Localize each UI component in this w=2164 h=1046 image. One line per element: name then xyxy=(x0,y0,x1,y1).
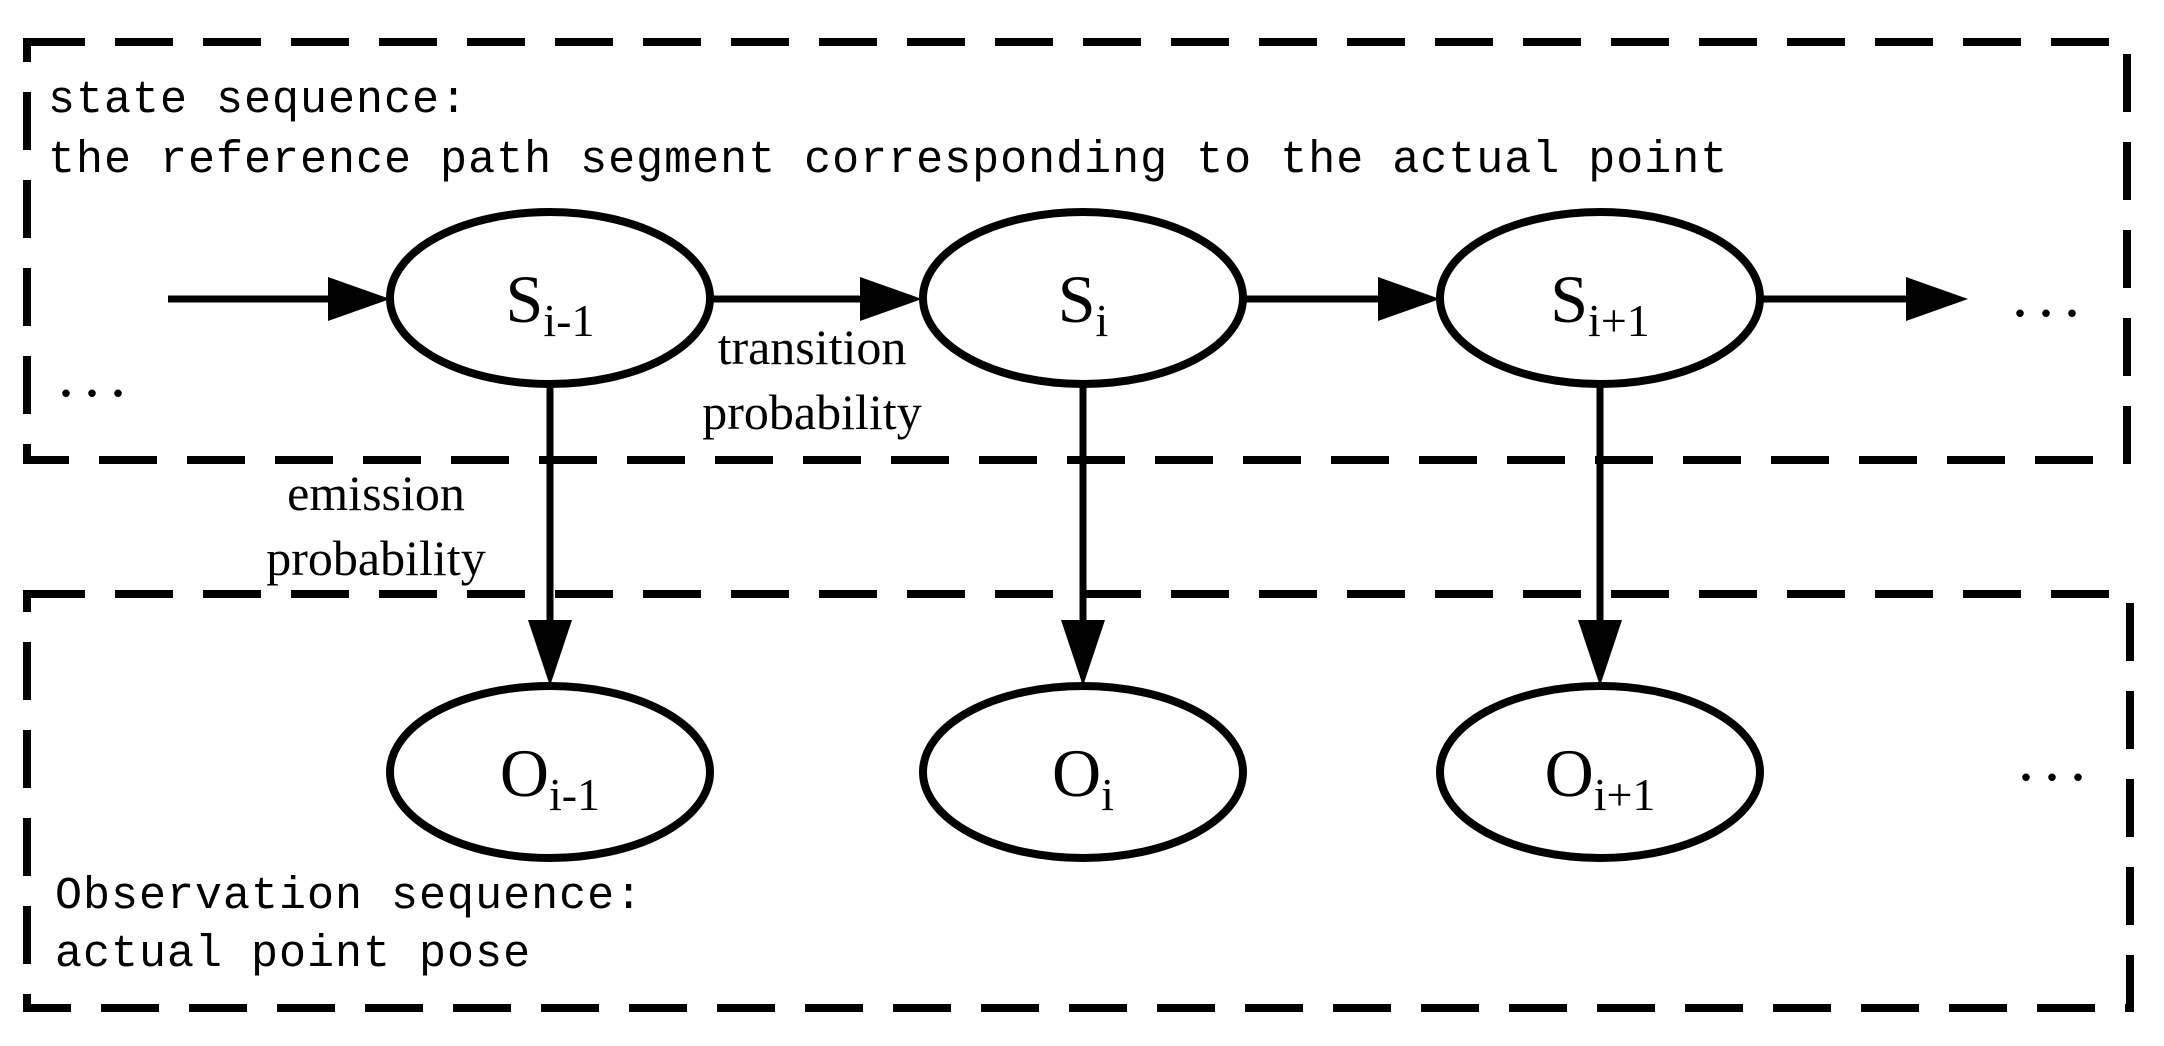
s-prev-base: S xyxy=(506,261,544,337)
observation-sequence-box xyxy=(23,590,2134,1012)
transition-probability-label-line1: transition xyxy=(718,319,907,375)
arrowhead-s-curr-to-s-next xyxy=(1378,277,1440,321)
ellipsis-left: ... xyxy=(58,339,136,410)
o-next-base: O xyxy=(1545,735,1594,811)
ellipsis-top-right: ... xyxy=(2012,259,2090,330)
observation-node-o-curr xyxy=(919,682,1247,862)
o-next-subscript: i+1 xyxy=(1594,769,1656,820)
transition-probability-label-line2: probability xyxy=(702,384,921,440)
state-node-label-s-curr: Si xyxy=(1058,261,1109,346)
o-curr-subscript: i xyxy=(1101,769,1114,820)
state-node-label-s-prev: Si-1 xyxy=(506,261,595,346)
state-sequence-box xyxy=(23,38,2131,464)
arrowhead-s-prev-to-s-curr xyxy=(860,277,922,321)
observation-box-caption-line2: actual point pose xyxy=(55,929,531,980)
o-prev-subscript: i-1 xyxy=(549,769,600,820)
state-node-s-prev xyxy=(386,208,714,388)
arrowhead-s-next-to-o-next xyxy=(1578,620,1622,686)
s-prev-subscript: i-1 xyxy=(543,295,594,346)
observation-node-label-o-curr: Oi xyxy=(1052,735,1114,820)
arrowhead-s-prev-to-o-prev xyxy=(528,620,572,686)
s-curr-base: S xyxy=(1058,261,1096,337)
o-curr-base: O xyxy=(1052,735,1101,811)
observation-node-o-next xyxy=(1436,682,1764,862)
state-node-s-curr xyxy=(919,208,1247,388)
state-node-s-next xyxy=(1436,208,1764,388)
s-next-subscript: i+1 xyxy=(1588,295,1650,346)
arrowhead-s-next-out xyxy=(1906,277,1968,321)
observation-box-caption-line1: Observation sequence: xyxy=(55,871,643,922)
state-box-caption-line1: state sequence: xyxy=(48,75,468,126)
emission-probability-label-line1: emission xyxy=(287,465,465,521)
emission-probability-label-line2: probability xyxy=(266,530,485,586)
o-prev-base: O xyxy=(500,735,549,811)
ellipsis-bottom-right: ... xyxy=(2018,723,2096,794)
arrowhead-s-curr-to-o-curr xyxy=(1061,620,1105,686)
state-box-caption-line2: the reference path segment corresponding… xyxy=(48,135,1728,186)
arrowhead-into-s-prev xyxy=(328,277,390,321)
s-curr-subscript: i xyxy=(1096,295,1109,346)
s-next-base: S xyxy=(1550,261,1588,337)
state-node-label-s-next: Si+1 xyxy=(1550,261,1650,346)
observation-node-label-o-next: Oi+1 xyxy=(1545,735,1656,820)
observation-node-label-o-prev: Oi-1 xyxy=(500,735,600,820)
observation-node-o-prev xyxy=(386,682,714,862)
